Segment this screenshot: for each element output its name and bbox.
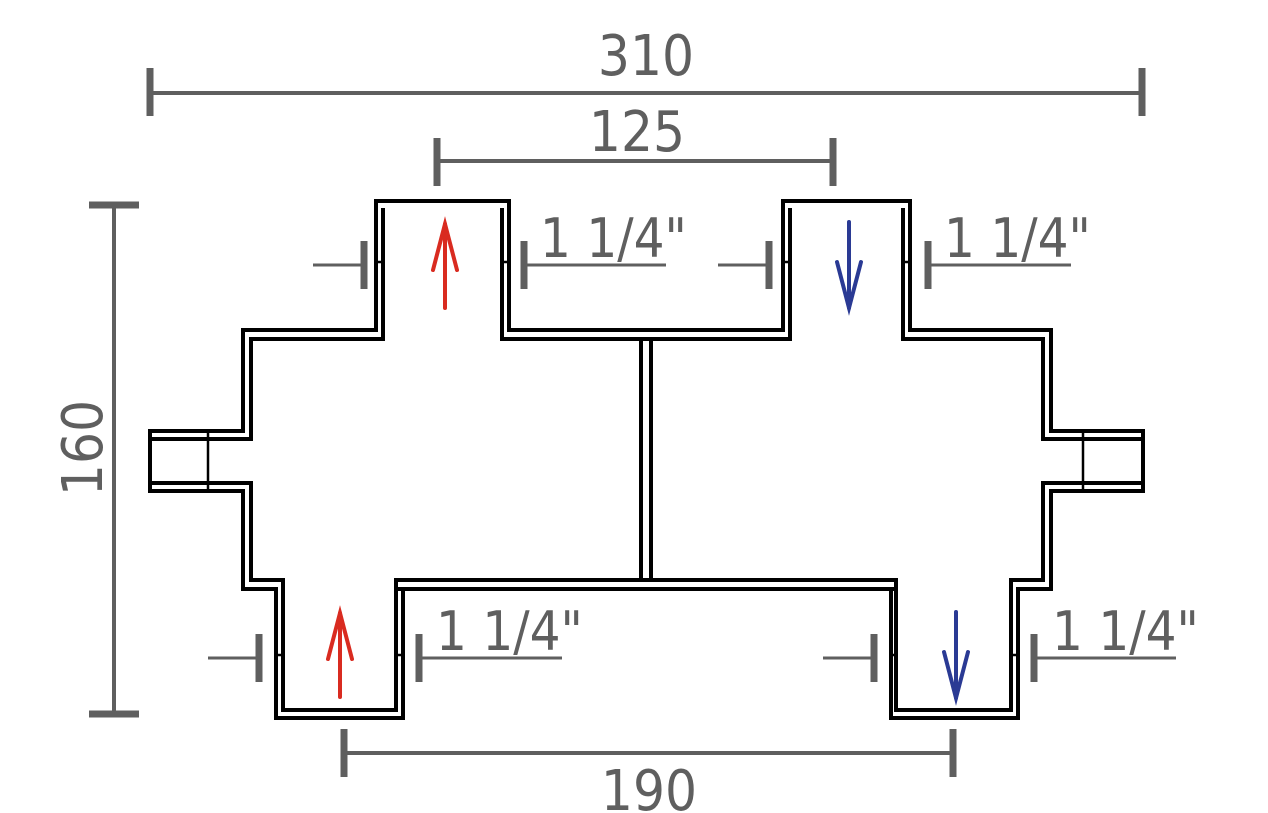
dimension-label-125: 125 (589, 100, 685, 165)
flow-arrow-up-icon (326, 605, 354, 699)
port-callout-bottom-right: 1 1/4" (823, 600, 1199, 682)
port-callout-top-left: 1 1/4" (313, 207, 687, 289)
flow-arrow-up-icon (431, 216, 459, 310)
flow-arrow-down-icon (942, 610, 970, 706)
port-size-label: 1 1/4" (1052, 600, 1199, 663)
body-outer-outline (148, 199, 1145, 720)
dimension-overall-width: 310 (146, 24, 1146, 116)
dimension-bottom-spacing: 190 (340, 729, 957, 813)
body-inner-outline (150, 208, 1143, 712)
dimension-overall-height: 160 (51, 201, 139, 718)
dimension-label-310: 310 (598, 24, 694, 89)
port-callout-top-right: 1 1/4" (718, 207, 1091, 289)
port-size-label: 1 1/4" (944, 207, 1091, 270)
dimension-label-190: 190 (601, 759, 697, 813)
port-callout-bottom-left: 1 1/4" (208, 600, 583, 682)
flow-arrow-down-icon (835, 220, 863, 316)
separator-body (148, 199, 1145, 720)
dimension-top-spacing: 125 (433, 100, 837, 186)
port-size-label: 1 1/4" (436, 600, 583, 663)
dimension-label-160: 160 (51, 400, 116, 496)
port-size-label: 1 1/4" (540, 207, 687, 270)
